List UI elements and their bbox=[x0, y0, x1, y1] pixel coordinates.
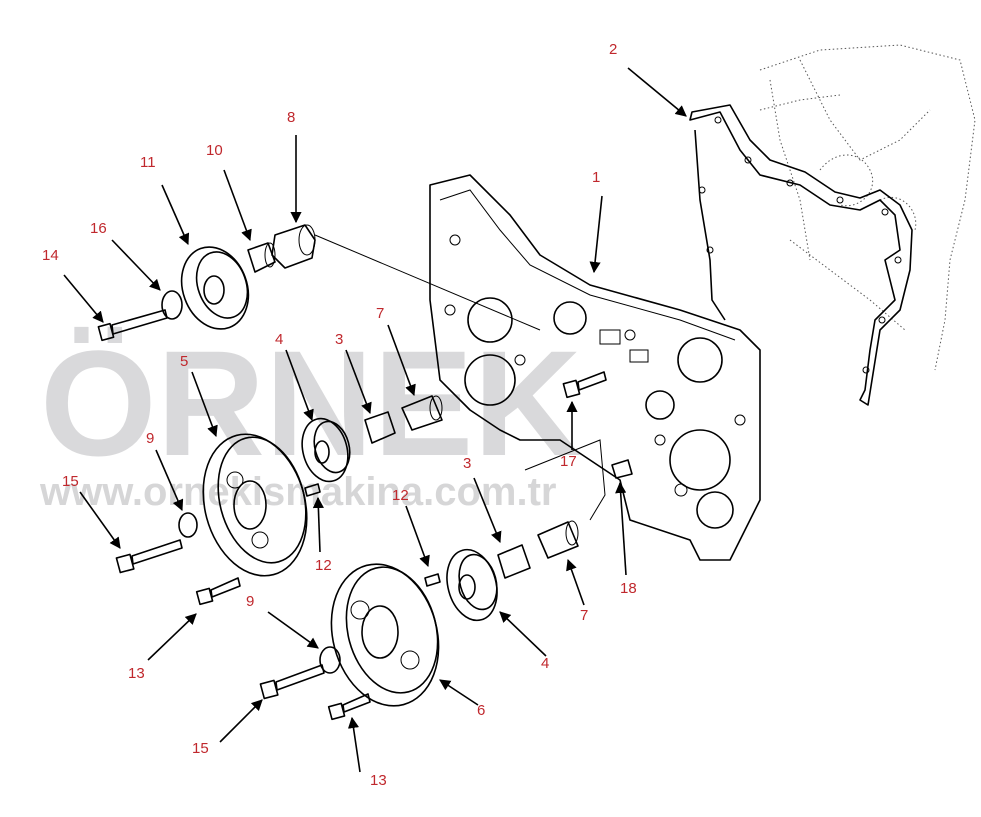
front-housing bbox=[429, 174, 761, 561]
gear-part-4-upper bbox=[301, 417, 351, 483]
gear-part-6 bbox=[330, 563, 440, 707]
dowel-part-12-upper bbox=[304, 483, 321, 497]
callout-4-upper: 4 bbox=[275, 331, 283, 348]
bolt-part-15-lower bbox=[259, 664, 325, 700]
callout-7-upper: 7 bbox=[376, 305, 384, 322]
callout-15-lower: 15 bbox=[192, 740, 209, 757]
callout-4-lower: 4 bbox=[541, 655, 549, 672]
callout-5: 5 bbox=[180, 353, 188, 370]
bushing-part-3-upper bbox=[364, 411, 396, 444]
callout-labels: 2 8 10 11 16 14 1 7 5 4 3 9 17 15 3 12 1… bbox=[42, 41, 637, 789]
callout-3-lower: 3 bbox=[463, 455, 471, 472]
bolt-part-14 bbox=[97, 309, 168, 342]
bolt-part-17 bbox=[524, 371, 607, 521]
bolt-part-13-left bbox=[195, 577, 241, 606]
callout-12-lower: 12 bbox=[392, 487, 409, 504]
callout-15-left: 15 bbox=[62, 473, 79, 490]
callout-18: 18 bbox=[620, 580, 637, 597]
leader-lines bbox=[63, 67, 687, 773]
gear-part-11 bbox=[180, 246, 250, 330]
gear-part-4-lower bbox=[446, 548, 498, 622]
callout-8: 8 bbox=[287, 109, 295, 126]
callout-3-upper: 3 bbox=[335, 331, 343, 348]
callout-11: 11 bbox=[140, 154, 156, 171]
callout-2: 2 bbox=[609, 41, 617, 58]
bushing-part-3-lower bbox=[497, 544, 531, 579]
callout-13-left: 13 bbox=[128, 665, 145, 682]
sleeve-part-7-lower bbox=[537, 520, 579, 559]
washer-part-16 bbox=[161, 290, 183, 320]
callout-13-right: 13 bbox=[370, 772, 387, 789]
callout-14: 14 bbox=[42, 247, 59, 264]
watermark-brand: ÖRNEK bbox=[40, 319, 582, 487]
hub-part-8 bbox=[271, 224, 541, 331]
washer-part-9-lower bbox=[319, 646, 341, 674]
bolt-part-15-left bbox=[115, 539, 183, 574]
callout-9-lower: 9 bbox=[246, 593, 254, 610]
callout-12-upper: 12 bbox=[315, 557, 332, 574]
callout-9-upper: 9 bbox=[146, 430, 154, 447]
callout-16: 16 bbox=[90, 220, 107, 237]
dowel-part-12-lower bbox=[424, 573, 441, 587]
callout-6: 6 bbox=[477, 702, 485, 719]
callout-7-lower: 7 bbox=[580, 607, 588, 624]
callout-17: 17 bbox=[560, 453, 577, 470]
plug-part-18 bbox=[611, 459, 633, 479]
bushing-part-10 bbox=[247, 242, 276, 273]
callout-10: 10 bbox=[206, 142, 223, 159]
sleeve-part-7-upper bbox=[401, 395, 443, 431]
gasket-part bbox=[689, 104, 913, 406]
bolt-part-13-right bbox=[327, 693, 371, 721]
gear-part-5 bbox=[202, 433, 308, 577]
callout-1: 1 bbox=[592, 169, 600, 186]
engine-block-outline bbox=[759, 44, 976, 371]
washer-part-9-left bbox=[178, 512, 198, 538]
